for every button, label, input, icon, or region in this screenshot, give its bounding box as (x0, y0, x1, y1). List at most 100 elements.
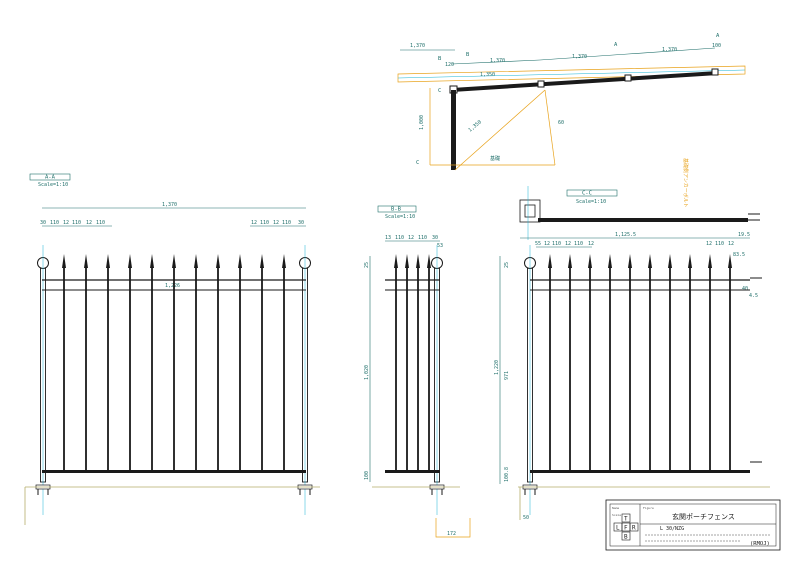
picket (151, 268, 153, 470)
picket (261, 268, 263, 470)
dim-label: 110 (282, 220, 291, 226)
aa-dim-inner: 1,226 (165, 283, 180, 289)
plan-mark-a2: A (716, 33, 720, 39)
aa-fence-elevation (35, 245, 313, 515)
picket (63, 268, 65, 470)
picket-spear (568, 254, 572, 268)
plan-mark-c2: C (416, 160, 419, 166)
picket (709, 268, 711, 470)
dim-line (539, 53, 629, 61)
dim-label: 110 (418, 235, 427, 241)
plan-dim-seg3: 1,370 (662, 47, 677, 53)
plan-fence-rail (452, 71, 718, 92)
tb-letter-r: R (632, 525, 636, 532)
aa-title: A-A (45, 175, 56, 181)
bb-fence-elevation (385, 245, 445, 515)
picket-spear (128, 254, 132, 268)
tb-cell-b (621, 531, 631, 541)
title-block-frame (605, 499, 781, 551)
dim-label: 55 (535, 241, 541, 247)
plan-dim-seg1: 1,370 (490, 58, 505, 64)
bb-title: B-B (391, 207, 402, 213)
picket (283, 268, 285, 470)
picket-spear (427, 254, 431, 268)
picket (569, 268, 571, 470)
plan-mark-a: A (614, 42, 618, 48)
title-block-inner (609, 503, 777, 547)
dim-label: 30 (432, 235, 438, 241)
picket (689, 268, 691, 470)
cc-right-off: 19.5 (738, 232, 750, 238)
cc-post-plan (519, 199, 541, 223)
picket (217, 268, 219, 470)
bb-bottom-off: 100 (364, 471, 370, 480)
bb-title-box (377, 205, 417, 213)
picket-spear (416, 254, 420, 268)
picket-spear (150, 254, 154, 268)
picket-spear (260, 254, 264, 268)
picket-spear (172, 254, 176, 268)
picket (729, 268, 731, 470)
cc-view: C-C Scale=1:10 1,125.5 19.5 基礎側アンカーボルト 5… (494, 158, 770, 521)
dim-label: 12 (706, 241, 712, 247)
plan-mark-c: C (438, 88, 441, 94)
aa-pitch-left: 30 110 12 110 12 110 (40, 220, 105, 226)
picket (589, 268, 591, 470)
plan-mark-b2: B (438, 56, 442, 62)
dim-label: 110 (395, 235, 404, 241)
picket (629, 268, 631, 470)
picket-spear (548, 254, 552, 268)
tb-letter-f: F (624, 525, 628, 532)
picket-spear (84, 254, 88, 268)
picket (417, 268, 419, 470)
picket (129, 268, 131, 470)
plan-view: 1,370 1,370 1,370 1,370 100 120 B B A A … (397, 33, 746, 171)
dim-label: 110 (552, 241, 561, 247)
picket-spear (394, 254, 398, 268)
plan-dim-rise: 1,000 (419, 115, 425, 130)
tb-cell-r (629, 522, 639, 532)
picket (107, 268, 109, 470)
dim-label: 110 (50, 220, 59, 226)
picket-spear (648, 254, 652, 268)
cc-top-off: 25 (504, 262, 510, 268)
plan-return-fence (451, 90, 456, 170)
cc-bottom-off: 100.8 (504, 467, 510, 482)
cc-post-inner (524, 204, 536, 218)
dim-label: 110 (715, 241, 724, 247)
plan-dim-diag: 1,350 (480, 72, 495, 78)
picket (428, 268, 430, 470)
bb-top-off: 25 (364, 262, 370, 268)
tb-company: (RMOJ) (750, 541, 770, 547)
dim-label: 12 (63, 220, 69, 226)
cc-mid: 971 (504, 371, 510, 380)
cc-title: C-C (582, 191, 592, 197)
picket (239, 268, 241, 470)
plan-outline (544, 89, 556, 166)
cc-fence-elevation (522, 245, 750, 515)
dim-label: 12 (544, 241, 550, 247)
aa-dim-overall: 1,370 (162, 202, 177, 208)
tb-fig-label: Figure (643, 506, 654, 510)
plan-outline (397, 65, 746, 83)
cc-pitch: 55 12 110 12 110 12 (535, 241, 594, 247)
plan-post (711, 68, 719, 76)
dim-label: 12 (588, 241, 594, 247)
cc-scale: Scale=1:10 (576, 199, 606, 205)
bb-foot-outline (435, 518, 471, 538)
dim-label: 30 (40, 220, 46, 226)
picket-spear (216, 254, 220, 268)
dim-label: 12 (728, 241, 734, 247)
picket-spear (405, 254, 409, 268)
dim-label: 13 (385, 235, 391, 241)
cc-height: 1,220 (494, 360, 500, 375)
plan-dim-edge: 100 (712, 43, 721, 49)
cc-length: 1,125.5 (615, 232, 636, 238)
picket (549, 268, 551, 470)
dim-label: 30 (298, 220, 304, 226)
picket-spear (688, 254, 692, 268)
dim-label: 110 (260, 220, 269, 226)
picket-spear (194, 254, 198, 268)
